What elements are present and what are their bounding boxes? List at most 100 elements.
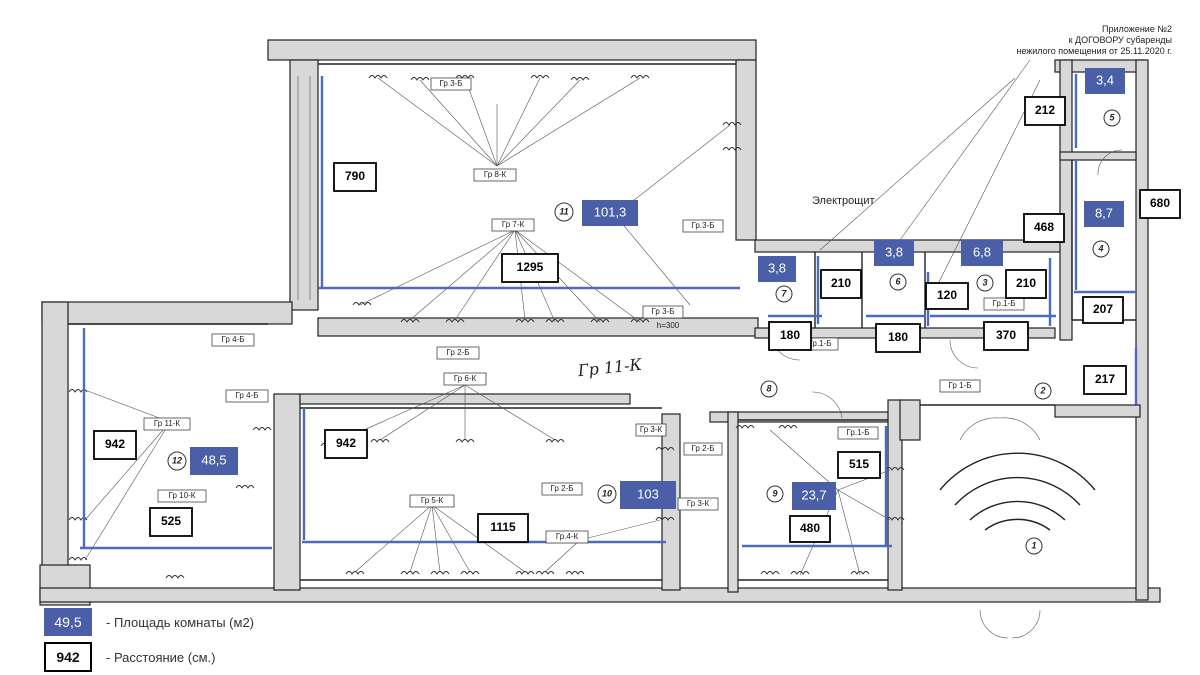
group-label: Гр 2-Б	[683, 442, 723, 456]
light-fixture-icon	[545, 319, 565, 323]
header-line-2: к ДОГОВОРУ субаренды	[1068, 35, 1172, 45]
distance-box: 480	[789, 515, 831, 543]
svg-text:3: 3	[982, 277, 987, 287]
svg-text:8: 8	[766, 383, 771, 393]
room-number: 11	[554, 202, 574, 222]
room-number: 10	[597, 484, 617, 504]
room-number: 6	[889, 273, 907, 291]
distance-box: 212	[1024, 96, 1066, 126]
light-fixture-icon	[370, 439, 390, 443]
svg-text:515: 515	[849, 457, 869, 471]
room-number: 4	[1092, 240, 1110, 258]
light-fixture-icon	[252, 427, 272, 431]
svg-text:3,4: 3,4	[1096, 72, 1114, 87]
group-label: Гр.1-Б	[837, 426, 879, 440]
light-fixture-icon	[345, 571, 365, 575]
group-label: Гр 4-Б	[211, 333, 255, 347]
svg-text:8,7: 8,7	[1095, 205, 1113, 220]
svg-text:Гр 3-К: Гр 3-К	[687, 499, 710, 508]
distance-box: 1295	[501, 253, 559, 283]
distance-box: 525	[149, 507, 193, 537]
group-label: Гр 3-К	[677, 497, 719, 511]
svg-text:7: 7	[781, 288, 787, 298]
wall	[1054, 404, 1141, 418]
group-label: Гр 5-К	[409, 494, 455, 508]
light-fixture-icon	[722, 122, 742, 126]
svg-text:Гр.4-К: Гр.4-К	[556, 532, 579, 541]
svg-text:10: 10	[602, 488, 612, 498]
interior-lines	[68, 59, 1136, 639]
light-fixture-icon	[565, 571, 585, 575]
light-fixture-icon	[515, 571, 535, 575]
distance-box: 942	[324, 429, 368, 459]
light-fixture-icon	[455, 439, 475, 443]
group-label: Гр 7-К	[491, 218, 535, 232]
area-box: 3,8	[758, 256, 796, 282]
wall	[887, 399, 903, 591]
wall	[735, 59, 757, 241]
light-fixture-icon	[455, 75, 475, 79]
svg-text:Гр 8-К: Гр 8-К	[484, 170, 507, 179]
svg-text:480: 480	[800, 521, 820, 535]
legend-distance-sample: 942	[44, 642, 92, 672]
svg-text:207: 207	[1093, 302, 1113, 316]
svg-text:6,8: 6,8	[973, 244, 991, 259]
light-fixture-icon	[235, 485, 255, 489]
light-fixture-icon	[735, 425, 755, 429]
area-box: 3,8	[874, 240, 914, 266]
svg-text:180: 180	[780, 328, 800, 342]
svg-text:680: 680	[1150, 196, 1170, 210]
wall	[289, 59, 319, 311]
svg-text:Гр 6-К: Гр 6-К	[454, 374, 477, 383]
legend-area-row: 49,5 - Площадь комнаты (м2)	[44, 608, 254, 636]
room-number: 7	[775, 285, 793, 303]
light-fixture-icon	[430, 571, 450, 575]
light-fixture-icon	[165, 575, 185, 579]
group-label: Гр 2-Б	[436, 346, 480, 360]
group-label: Гр 1-Б	[939, 379, 981, 393]
light-fixture-icon	[630, 75, 650, 79]
wall	[727, 411, 739, 593]
svg-text:Гр 7-К: Гр 7-К	[502, 220, 525, 229]
light-fixture-icon	[885, 517, 905, 521]
distance-box: 468	[1023, 213, 1065, 243]
svg-text:212: 212	[1035, 103, 1055, 117]
light-fixture-icon	[368, 75, 388, 79]
light-fixture-icon	[445, 319, 465, 323]
group-label: Гр 2-Б	[541, 482, 583, 496]
svg-text:103: 103	[637, 486, 659, 501]
light-fixture-icon	[760, 571, 780, 575]
distance-box: 207	[1082, 296, 1124, 324]
svg-text:5: 5	[1109, 112, 1115, 122]
svg-text:4: 4	[1097, 243, 1103, 253]
svg-text:Гр 2-Б: Гр 2-Б	[447, 348, 470, 357]
svg-text:Гр.3-Б: Гр.3-Б	[692, 221, 715, 230]
header-line-3: нежилого помещения от 25.11.2020 г.	[1016, 46, 1172, 56]
svg-text:3,8: 3,8	[768, 260, 786, 275]
dimension-arrows	[80, 74, 1138, 550]
light-fixture-icon	[630, 319, 650, 323]
distance-box: 515	[837, 451, 881, 479]
svg-text:Гр 2-Б: Гр 2-Б	[692, 444, 715, 453]
light-fixture-icon	[68, 557, 88, 561]
svg-text:210: 210	[1016, 276, 1036, 290]
svg-text:Гр 1-Б: Гр 1-Б	[949, 381, 972, 390]
height-note: h=300	[657, 321, 680, 330]
svg-text:1: 1	[1031, 540, 1036, 550]
wall	[41, 301, 69, 603]
distance-box: 210	[820, 269, 862, 299]
group-label: Гр 8-К	[473, 168, 517, 182]
legend-distance-row: 942 - Расстояние (см.)	[44, 642, 215, 672]
svg-text:Гр 4-Б: Гр 4-Б	[236, 391, 259, 400]
svg-text:942: 942	[336, 436, 356, 450]
distance-box: 217	[1083, 365, 1127, 395]
light-fixture-icon	[655, 447, 675, 451]
handwritten-label: Гр 11-К	[576, 355, 643, 381]
area-box: 23,7	[792, 482, 836, 510]
distance-box: 680	[1139, 189, 1181, 219]
wall	[39, 587, 1161, 603]
electroshield-label: Электрощит	[812, 195, 875, 207]
svg-text:180: 180	[888, 330, 908, 344]
svg-text:3,8: 3,8	[885, 244, 903, 259]
